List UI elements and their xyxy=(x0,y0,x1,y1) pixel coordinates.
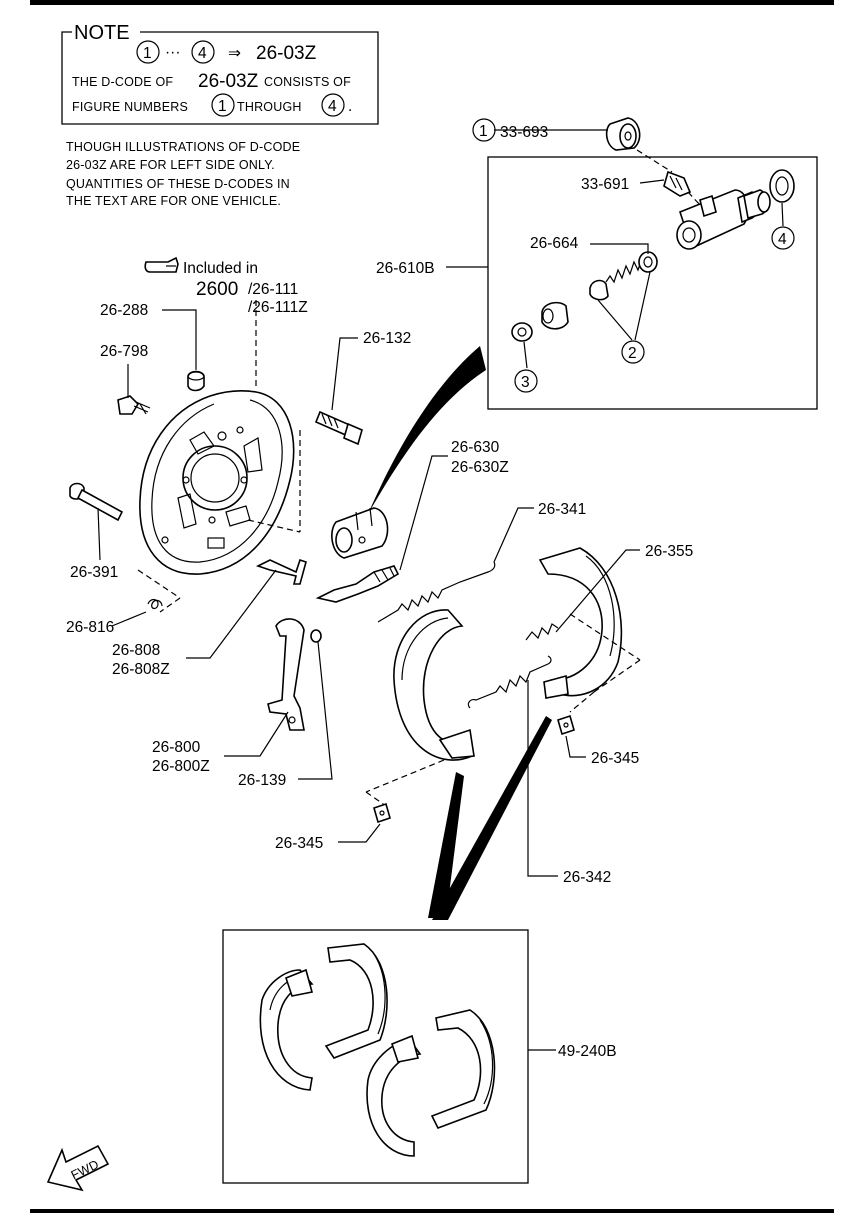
label-26-630: 26-630 xyxy=(451,439,500,456)
wheel-cylinder-detail-box xyxy=(487,117,818,410)
note-box: NOTE 1 ··· 4 ⇒ 26-03Z THE D-CODE OF 26-0… xyxy=(61,22,379,125)
figure-number-markers: 1 4 2 3 xyxy=(472,118,795,393)
mounting-bolt-part xyxy=(314,410,363,446)
note-title: NOTE xyxy=(74,22,130,44)
label-26-664: 26-664 xyxy=(530,235,579,252)
label-26-288: 26-288 xyxy=(100,302,148,319)
label-26-355: 26-355 xyxy=(645,543,693,560)
label-26-345-left: 26-345 xyxy=(275,835,323,852)
parking-lever-part xyxy=(267,618,305,731)
note-range-sep: ··· xyxy=(165,44,181,61)
piston-part xyxy=(743,189,771,220)
label-26-798: 26-798 xyxy=(100,343,148,360)
kit-callout-wedge-2 xyxy=(432,716,552,920)
label-26-391: 26-391 xyxy=(70,564,118,581)
label-26-139: 26-139 xyxy=(238,772,286,789)
remark-line-1: THOUGH ILLUSTRATIONS OF D-CODE xyxy=(66,140,300,154)
note-range-to: 4 xyxy=(198,45,207,62)
label-26-808: 26-808 xyxy=(112,642,160,659)
figure-number-4: 4 xyxy=(778,231,787,248)
figure-number-3: 3 xyxy=(521,374,530,391)
hold-down-spring-upper xyxy=(525,623,559,641)
note-arrow: ⇒ xyxy=(228,45,241,62)
lower-return-spring-part xyxy=(467,655,552,709)
shoe-hold-clip-right xyxy=(557,714,575,736)
dust-cap-part xyxy=(605,117,641,151)
part-labels: 33-693 33-691 26-664 26-610B 26-288 26-7… xyxy=(66,124,693,1060)
bleeder-screw-part xyxy=(663,170,692,197)
remark-line-3: QUANTITIES OF THESE D-CODES IN xyxy=(66,177,290,191)
label-26-341: 26-341 xyxy=(538,501,586,518)
label-26-800z: 26-800Z xyxy=(152,758,210,775)
note-line3-end: . xyxy=(348,98,352,115)
ring-seal-part xyxy=(511,322,533,342)
remark: THOUGH ILLUSTRATIONS OF D-CODE 26-03Z AR… xyxy=(66,140,300,208)
note-line3-pre: FIGURE NUMBERS xyxy=(72,100,188,114)
bolt-small-part xyxy=(117,395,151,415)
brake-shoe-rear xyxy=(538,547,623,699)
upper-return-spring-part xyxy=(377,561,496,623)
label-26-342: 26-342 xyxy=(563,869,611,886)
label-49-240b: 49-240B xyxy=(558,1043,617,1060)
note-line3-to: 4 xyxy=(328,98,337,115)
kit-callout-wedge xyxy=(428,772,464,918)
note-line2-post: CONSISTS OF xyxy=(264,75,351,89)
label-26-345-right: 26-345 xyxy=(591,750,639,767)
retaining-clip-part xyxy=(310,629,322,643)
remark-line-4: THE TEXT ARE FOR ONE VEHICLE. xyxy=(66,194,281,208)
leader-lines xyxy=(97,129,665,1051)
label-33-691: 33-691 xyxy=(581,176,629,193)
included-in-callout: Included in 2600 /26-111 /26-111Z xyxy=(144,256,308,316)
boot-part xyxy=(769,169,795,203)
pointing-hand-icon xyxy=(144,256,179,273)
remark-line-2: 26-03Z ARE FOR LEFT SIDE ONLY. xyxy=(66,158,275,172)
bottom-rule xyxy=(30,1209,834,1213)
note-line2-pre: THE D-CODE OF xyxy=(72,75,173,89)
backing-plate xyxy=(139,390,295,575)
shoe-hold-clip-left xyxy=(373,802,391,824)
top-rule xyxy=(30,0,834,5)
note-dcode: 26-03Z xyxy=(256,43,317,64)
adjuster-part xyxy=(315,565,400,603)
brake-shoe-front xyxy=(393,609,475,761)
label-26-808z: 26-808Z xyxy=(112,661,170,678)
fwd-arrow-icon: FWD xyxy=(46,1144,110,1192)
included-num-rest: /26-111 xyxy=(248,281,298,298)
label-26-132: 26-132 xyxy=(363,330,411,347)
included-num-big: 2600 xyxy=(196,279,238,300)
note-line2-code: 26-03Z xyxy=(198,71,259,92)
included-line2: /26-111Z xyxy=(248,299,308,316)
wheel-cylinder-part xyxy=(331,507,389,559)
note-line3-from: 1 xyxy=(218,98,227,115)
spring-part xyxy=(589,251,658,301)
strut-part xyxy=(255,558,307,585)
detail-callout-wedge xyxy=(368,346,486,514)
label-33-693: 33-693 xyxy=(500,124,548,141)
note-range-from: 1 xyxy=(143,45,152,62)
label-26-610b: 26-610B xyxy=(376,260,435,277)
label-26-630z: 26-630Z xyxy=(451,459,509,476)
label-26-816: 26-816 xyxy=(66,619,114,636)
figure-number-2: 2 xyxy=(628,345,637,362)
label-26-800: 26-800 xyxy=(152,739,201,756)
small-spring-part xyxy=(147,598,163,610)
plug-part xyxy=(187,370,205,392)
shoe-kit-box xyxy=(222,929,529,1184)
long-bolt-part xyxy=(69,482,124,522)
note-line3-mid: THROUGH xyxy=(237,100,302,114)
cup-seal-part xyxy=(541,301,569,330)
figure-number-1: 1 xyxy=(479,123,488,140)
included-text: Included in xyxy=(183,260,258,277)
